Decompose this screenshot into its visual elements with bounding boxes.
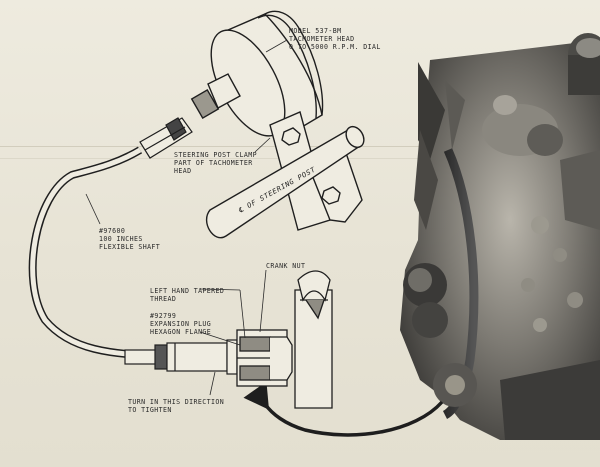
label-turn-2: TO TIGHTEN [128, 406, 172, 414]
label-plug-2: HEXAGON FLANGE [150, 328, 211, 336]
label-crank-nut: CRANK NUT [266, 262, 305, 270]
cable-fitting-bottom [124, 339, 238, 375]
label-shaft-name: FLEXIBLE SHAFT [99, 243, 160, 251]
label-tach-head: TACHOMETER HEAD [289, 35, 355, 43]
cable-fitting-top [139, 117, 193, 159]
rotation-arrow [243, 381, 444, 437]
label-expansion-plug: #92799 EXPANSION PLUG HEXAGON FLANGE [150, 312, 211, 336]
steering-post [205, 125, 365, 239]
label-clamp-3: HEAD [174, 167, 191, 175]
label-shaft-num: #97600 [99, 227, 125, 235]
label-clamp-1: STEERING POST CLAMP [174, 151, 257, 159]
label-tach-model: MODEL 537-BM [289, 27, 341, 35]
label-shaft-len: 100 INCHES [99, 235, 143, 243]
leader-lines [85, 39, 288, 396]
tachometer-head [190, 10, 324, 141]
crank-nut-assembly [236, 270, 333, 409]
label-tachometer: MODEL 537-BM TACHOMETER HEAD 0 TO 5000 R… [289, 27, 381, 51]
label-tach-dial: 0 TO 5000 R.P.M. DIAL [289, 43, 381, 51]
label-thread-2: THREAD [150, 295, 176, 303]
label-plug-1: EXPANSION PLUG [150, 320, 211, 328]
label-plug-num: #92799 [150, 312, 176, 320]
label-clamp-2: PART OF TACHOMETER [174, 159, 253, 167]
label-turn-direction: TURN IN THIS DIRECTION TO TIGHTEN [128, 398, 224, 414]
label-thread: LEFT HAND TAPERED THREAD [150, 287, 224, 303]
label-clamp: STEERING POST CLAMP PART OF TACHOMETER H… [174, 151, 257, 175]
engine-photo [400, 33, 600, 440]
label-flexible-shaft: #97600 100 INCHES FLEXIBLE SHAFT [99, 227, 160, 251]
label-turn-1: TURN IN THIS DIRECTION [128, 398, 224, 406]
label-thread-1: LEFT HAND TAPERED [150, 287, 224, 295]
